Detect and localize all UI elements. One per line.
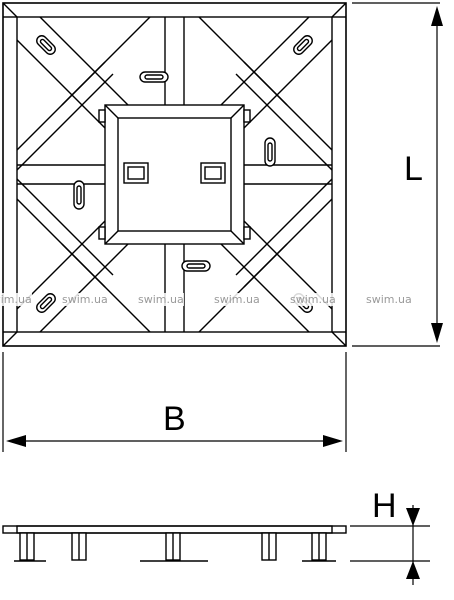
side-legs: [19, 532, 327, 561]
center-square: [98, 104, 251, 245]
dimension-h: [350, 505, 430, 585]
watermark-text: swim.ua: [138, 293, 184, 306]
frame-corners: [2, 2, 347, 347]
arrow-head-icon: [6, 435, 26, 447]
dimension-l: [352, 2, 443, 347]
arrow-head-icon: [431, 323, 443, 343]
frame-outer: [2, 2, 347, 347]
watermark-text: swim.ua: [366, 293, 412, 306]
watermark-text: swim.ua: [0, 293, 32, 306]
watermark-backdrop: [62, 293, 108, 306]
cross-bars: [17, 17, 332, 332]
dimension-b: [2, 352, 347, 452]
watermark-backdrop: [366, 293, 412, 306]
dimension-l-label: L: [404, 150, 423, 188]
watermark-backdrop: [0, 293, 32, 306]
dimension-b-label: B: [163, 400, 186, 438]
side-plate: [2, 525, 347, 534]
side-view: [2, 525, 347, 562]
watermark-text: swim.ua: [214, 293, 260, 306]
arrow-head-icon: [406, 508, 420, 526]
arrow-head-icon: [406, 561, 420, 579]
arrow-head-icon: [323, 435, 343, 447]
watermark-text: swim.ua: [290, 293, 336, 306]
watermark-backdrop: [290, 293, 336, 306]
diagonal-bars: [16, 16, 333, 333]
watermark-backdrop: [138, 293, 184, 306]
watermark-backdrop: [214, 293, 260, 306]
arrow-head-icon: [431, 6, 443, 26]
frame-inner: [16, 16, 333, 333]
watermark-row: swim.ua swim.ua swim.ua swim.ua swim.ua swim.…: [0, 293, 412, 306]
watermark-text: swim.ua: [62, 293, 108, 306]
dimension-h-label: H: [372, 487, 397, 525]
